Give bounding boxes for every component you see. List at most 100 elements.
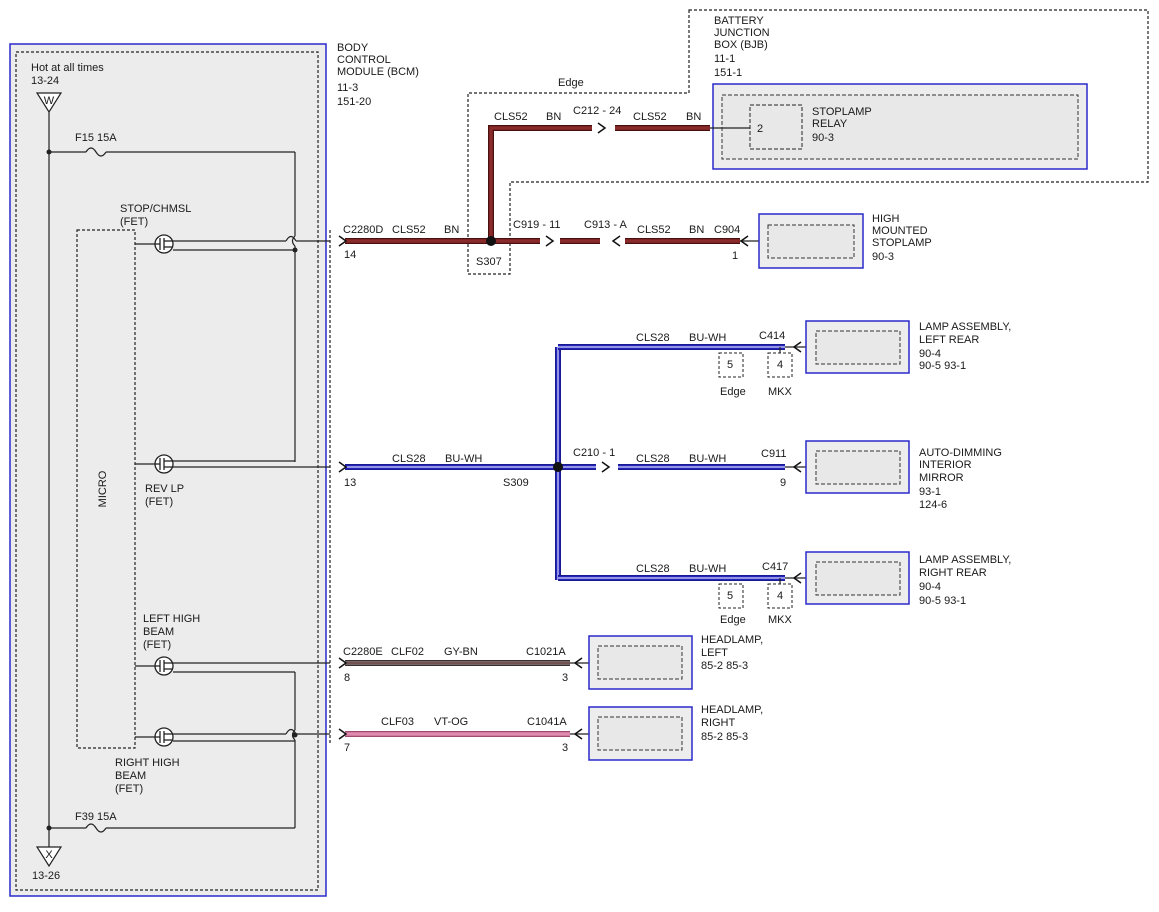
diagram-label: BATTERY (714, 15, 764, 27)
diagram-label: 151-1 (714, 67, 742, 79)
fet-lhb-label-1: LEFT HIGH (143, 613, 200, 625)
diagram-label: C913 - A (584, 219, 627, 231)
diagram-label: MIRROR (919, 472, 964, 484)
fet-stop-label-2: (FET) (120, 216, 148, 228)
diagram-label: C911 (761, 448, 786, 460)
diagram-label: 5 (727, 590, 733, 602)
battery-junction-box: BATTERY JUNCTION BOX (BJB) 11-1 151-1 Ed… (467, 9, 1149, 275)
fet-lhb-label-2: BEAM (143, 626, 174, 638)
splice-s307-dot (486, 236, 496, 246)
diagram-label: BOX (BJB) (714, 39, 768, 51)
fuse-f15-label: F15 15A (75, 132, 117, 144)
fet-lhb-label-3: (FET) (143, 639, 171, 651)
diagram-label: HIGH (872, 213, 900, 225)
c2280d-connector-icon (338, 235, 348, 247)
diagram-label: C904 (714, 224, 740, 236)
diagram-label: 85-2 85-3 (701, 731, 748, 743)
diagram-label: MOUNTED (872, 225, 928, 237)
diagram-label: CLF03 (381, 716, 414, 728)
headlamp-left-circuit: C2280E 8 CLF02 GY-BN C1021A 3 HEADLAMP, … (338, 634, 763, 690)
diagram-label: 9 (780, 477, 786, 489)
c1021a-connector-icon (573, 657, 583, 669)
c2280-rev-connector-icon (338, 461, 348, 473)
fet-rev-label-2: (FET) (145, 496, 173, 508)
c414-connector-icon (792, 341, 802, 353)
diagram-label: 4 (777, 359, 783, 371)
c913-connector-icon (611, 235, 621, 247)
diagram-label: 11-3 (337, 82, 358, 94)
fet-rhb-label-1: RIGHT HIGH (115, 757, 180, 769)
diagram-label: BN (689, 224, 704, 236)
diagram-label: MKX (768, 614, 793, 626)
fet-stop-icon (154, 234, 174, 254)
diagram-label: 11-1 (714, 53, 735, 65)
c210-connector-icon (601, 461, 611, 473)
splice-s309-dot (553, 462, 563, 472)
diagram-label: BU-WH (689, 332, 726, 344)
bcm-module: MICRO Hot at all times 13-24 W X 13-26 F… (9, 43, 331, 897)
diagram-label: BU-WH (689, 563, 726, 575)
diagram-label: HEADLAMP, (701, 634, 763, 646)
diagram-label: CLS28 (636, 563, 670, 575)
fuse-f39-label: F39 15A (75, 811, 117, 823)
diagram-label: BU-WH (689, 453, 726, 465)
diagram-label: VT-OG (434, 716, 468, 728)
ref-bottom: 13-26 (32, 870, 60, 882)
splice-s307: S307 (476, 256, 502, 268)
diagram-label: 151-20 (337, 96, 371, 108)
diagram-label: BN (686, 111, 701, 123)
diagram-label: Edge (720, 386, 746, 398)
fet-rev-icon (154, 454, 174, 474)
diagram-label: CONTROL (337, 54, 391, 66)
diagram-label: C2280D (343, 224, 383, 236)
diagram-label: CLS52 (637, 224, 671, 236)
diagram-label: 7 (344, 742, 350, 754)
c919-connector-icon (545, 235, 555, 247)
diagram-label: 124-6 (919, 499, 947, 511)
ref-top: 13-24 (31, 75, 59, 87)
relay-pin: 2 (757, 123, 763, 135)
diagram-label: RIGHT (701, 717, 736, 729)
diagram-label: STOPLAMP (812, 106, 872, 118)
fet-rev-label-1: REV LP (145, 483, 184, 495)
diagram-label: INTERIOR (919, 459, 972, 471)
diagram-label: RIGHT REAR (919, 567, 987, 579)
diagram-label: C2280E (343, 646, 383, 658)
diagram-label: 90-3 (812, 132, 834, 144)
diagram-label: C414 (759, 330, 785, 342)
diagram-label: C919 - 11 (513, 219, 561, 231)
c2280-rhb-connector-icon (338, 728, 348, 740)
fet-lhb-icon (154, 656, 174, 676)
diagram-label: CLS28 (636, 453, 670, 465)
w-connector-icon: W (35, 92, 63, 114)
diagram-label: C210 - 1 (573, 447, 615, 459)
diagram-label: 90-3 (872, 251, 894, 263)
diagram-label: JUNCTION (714, 27, 770, 39)
diagram-label: 90-4 (919, 348, 941, 360)
diagram-label: RELAY (812, 118, 848, 130)
diagram-label: 5 (727, 359, 733, 371)
diagram-label: 93-1 (919, 486, 941, 498)
diagram-label: 13 (344, 477, 356, 489)
diagram-label: STOPLAMP (872, 237, 932, 249)
diagram-label: MKX (768, 386, 793, 398)
c1041a-connector-icon (573, 728, 583, 740)
diagram-label: MODULE (BCM) (337, 66, 419, 78)
diagram-label: 3 (562, 672, 568, 684)
diagram-label: W (44, 95, 55, 107)
diagram-label: CLS52 (392, 224, 426, 236)
diagram-label: 90-5 93-1 (919, 595, 966, 607)
diagram-label: 4 (777, 590, 783, 602)
diagram-label: C1041A (527, 716, 567, 728)
diagram-label: LAMP ASSEMBLY, (919, 321, 1011, 333)
diagram-label: BODY (337, 42, 369, 54)
diagram-label: 90-4 (919, 581, 941, 593)
fet-stop-label-1: STOP/CHMSL (120, 203, 191, 215)
diagram-label: BU-WH (445, 453, 482, 465)
diagram-label: LAMP ASSEMBLY, (919, 554, 1011, 566)
bcm-title: BODY CONTROL MODULE (BCM) 11-3 151-20 (337, 42, 419, 108)
diagram-label: 1 (732, 250, 738, 262)
fuse-f39-icon (85, 823, 107, 833)
c911-connector-icon (792, 461, 802, 473)
